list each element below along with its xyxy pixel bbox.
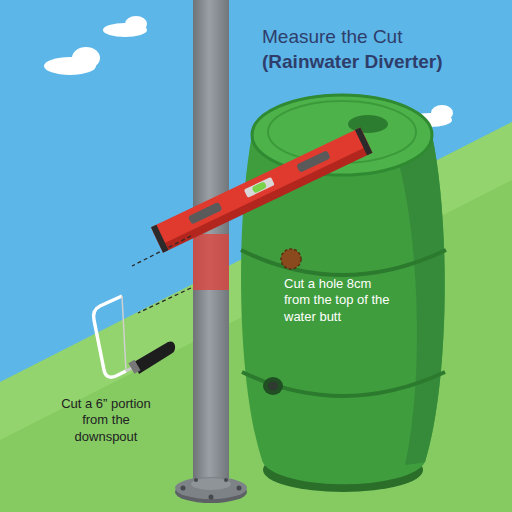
coping-saw — [94, 296, 176, 377]
downspout — [193, 0, 229, 486]
grass-slope — [0, 122, 512, 512]
pipe-flange — [175, 477, 247, 503]
saw-note: Cut a 6” portion from the downspout — [52, 396, 160, 445]
subtitle: (Rainwater Diverter) — [262, 51, 443, 73]
barrel-note: Cut a hole 8cm from the top of the water… — [284, 276, 396, 325]
hole-mark — [281, 249, 301, 269]
cut-section — [193, 234, 229, 290]
title: Measure the Cut — [262, 26, 402, 48]
guide-lines — [132, 236, 191, 313]
spirit-level — [151, 127, 372, 252]
